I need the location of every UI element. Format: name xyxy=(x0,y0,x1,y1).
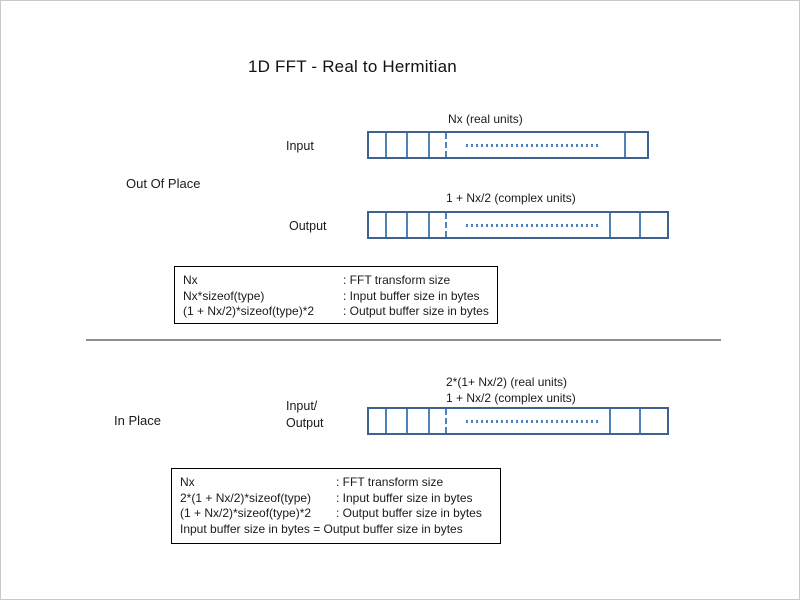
cell-divider xyxy=(428,133,430,157)
inplace-size-label-complex: 1 + Nx/2 (complex units) xyxy=(446,391,576,405)
page-title: 1D FFT - Real to Hermitian xyxy=(248,57,457,76)
out-of-place-info-box: Nx : FFT transform size Nx*sizeof(type) … xyxy=(174,266,498,324)
info-row: 2*(1 + Nx/2)*sizeof(type) : Input buffer… xyxy=(180,491,492,507)
info-desc: : Input buffer size in bytes xyxy=(336,490,473,505)
cell-divider xyxy=(428,409,430,433)
input-output-label-line2: Output xyxy=(286,416,324,430)
info-row: Nx : FFT transform size xyxy=(180,475,492,491)
in-place-info-box: Nx : FFT transform size 2*(1 + Nx/2)*siz… xyxy=(171,468,501,544)
out-of-place-section-label: Out Of Place xyxy=(126,176,201,191)
output-buffer-diagram xyxy=(367,211,669,239)
info-row: Nx : FFT transform size xyxy=(183,273,489,289)
info-expr: Nx xyxy=(180,475,195,489)
ellipsis-dots xyxy=(466,419,598,423)
inplace-buffer-diagram xyxy=(367,407,669,435)
info-expr: (1 + Nx/2)*sizeof(type)*2 xyxy=(183,304,315,318)
info-footer: Input buffer size in bytes = Output buff… xyxy=(180,521,463,536)
input-label: Input xyxy=(286,139,314,153)
input-size-label: Nx (real units) xyxy=(448,112,523,126)
inplace-size-labels: 2*(1+ Nx/2) (real units) 1 + Nx/2 (compl… xyxy=(446,374,576,406)
dashed-divider xyxy=(445,409,447,433)
info-row: Nx*sizeof(type) : Input buffer size in b… xyxy=(183,289,489,305)
output-size-label: 1 + Nx/2 (complex units) xyxy=(446,191,576,205)
input-buffer-diagram xyxy=(367,131,649,159)
cell-divider xyxy=(385,133,387,157)
cell-divider xyxy=(385,213,387,237)
cell-divider xyxy=(609,409,611,433)
cell-divider xyxy=(639,213,641,237)
info-desc: : FFT transform size xyxy=(343,273,451,287)
in-place-section-label: In Place xyxy=(114,413,161,428)
info-row: (1 + Nx/2)*sizeof(type)*2 : Output buffe… xyxy=(180,506,492,522)
cell-divider xyxy=(609,213,611,237)
cell-divider xyxy=(385,409,387,433)
output-label: Output xyxy=(289,219,327,233)
inplace-size-label-real: 2*(1+ Nx/2) (real units) xyxy=(446,375,568,389)
section-divider-line xyxy=(86,339,721,341)
cell-divider xyxy=(406,213,408,237)
dashed-divider xyxy=(445,213,447,237)
cell-divider xyxy=(406,409,408,433)
info-desc: : Output buffer size in bytes xyxy=(336,506,482,520)
input-output-label: Input/ Output xyxy=(286,398,324,432)
ellipsis-dots xyxy=(466,223,598,227)
info-expr: Nx xyxy=(183,273,198,287)
info-desc: : Output buffer size in bytes xyxy=(343,304,489,318)
ellipsis-dots xyxy=(466,143,598,147)
info-desc: : FFT transform size xyxy=(336,475,444,489)
info-expr: 2*(1 + Nx/2)*sizeof(type) xyxy=(180,490,312,505)
input-output-label-line1: Input/ xyxy=(286,399,318,413)
info-expr: (1 + Nx/2)*sizeof(type)*2 xyxy=(180,506,312,520)
cell-divider xyxy=(406,133,408,157)
cell-divider xyxy=(428,213,430,237)
cell-divider xyxy=(624,133,626,157)
cell-divider xyxy=(639,409,641,433)
info-desc: : Input buffer size in bytes xyxy=(343,288,480,303)
info-expr: Nx*sizeof(type) xyxy=(183,288,265,303)
dashed-divider xyxy=(445,133,447,157)
info-row: (1 + Nx/2)*sizeof(type)*2 : Output buffe… xyxy=(183,304,489,320)
